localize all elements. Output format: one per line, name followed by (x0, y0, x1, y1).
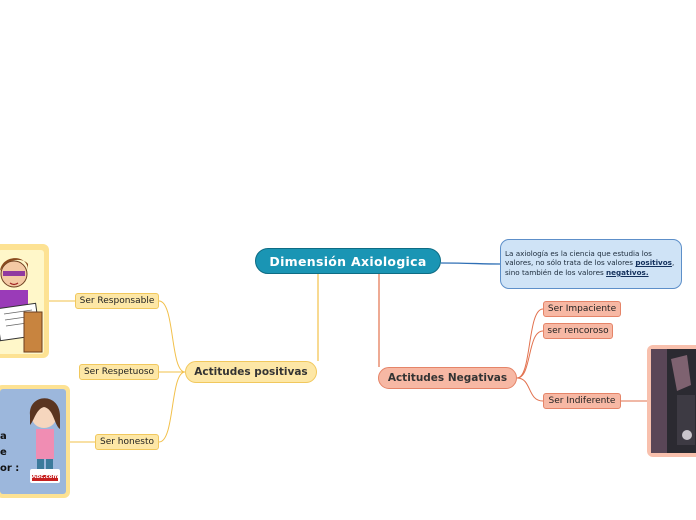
note-line-1: La axiología es la ciencia que estudia l… (505, 249, 677, 258)
subtopic-ser-respetuoso[interactable]: Ser Respetuoso (79, 364, 159, 380)
note-line-2: valores, no sólo trata de los valores po… (505, 258, 677, 267)
image-honesto[interactable]: a e or : Abc.com (0, 385, 70, 498)
link-negative-indiferente (517, 378, 543, 401)
central-topic[interactable]: Dimensión Axiologica (255, 248, 441, 274)
subtopic-ser-rencoroso[interactable]: ser rencoroso (543, 323, 613, 339)
link-negative-impaciente (517, 309, 543, 378)
link-central-note (441, 263, 500, 264)
image-logo-text: Abc.com (32, 474, 58, 480)
link-positive-responsable (159, 301, 185, 372)
subtopic-ser-impaciente[interactable]: Ser Impaciente (543, 301, 621, 317)
topic-positive-attitudes[interactable]: Actitudes positivas (185, 361, 317, 383)
image-indiferente[interactable] (647, 345, 696, 457)
note-line-3: sino también de los valores negativos. (505, 268, 677, 277)
link-positive-honesto (159, 372, 185, 442)
cartoon-student-image (0, 244, 49, 358)
image-responsable[interactable] (0, 244, 49, 358)
subtopic-ser-responsable[interactable]: Ser Responsable (75, 293, 159, 309)
definition-note[interactable]: La axiología es la ciencia que estudia l… (500, 239, 682, 289)
photo-person-image (647, 345, 696, 457)
note-positive-word: positivos (635, 258, 672, 267)
image-text-fragment: a e or : (0, 429, 19, 477)
note-negative-word: negativos. (606, 268, 649, 277)
subtopic-ser-indiferente[interactable]: Ser Indiferente (543, 393, 621, 409)
topic-negative-attitudes[interactable]: Actitudes Negativas (378, 367, 517, 389)
subtopic-ser-honesto[interactable]: Ser honesto (95, 434, 159, 450)
